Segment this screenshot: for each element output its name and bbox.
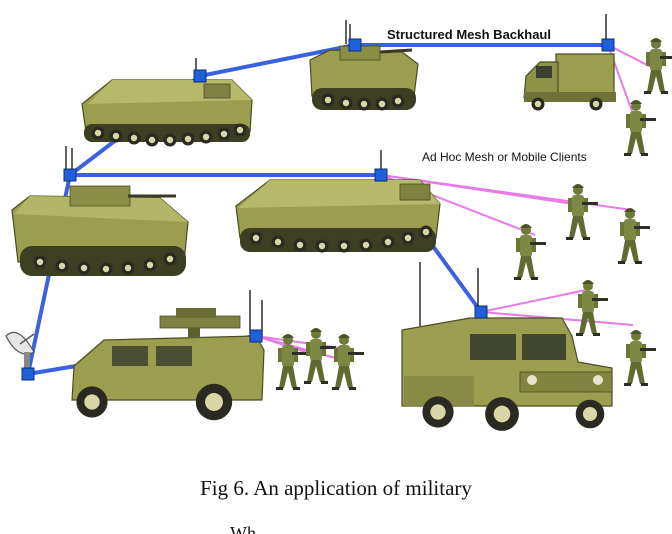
soldier-icon [566, 184, 598, 240]
soldier-icon [644, 38, 672, 94]
mesh-node-icon [474, 305, 488, 319]
soldier-icon [618, 208, 650, 264]
mesh-nodes [21, 38, 615, 381]
mesh-node-icon [601, 38, 615, 52]
backhaul-label: Structured Mesh Backhaul [387, 27, 551, 42]
tracked-vehicle-icon [81, 58, 253, 147]
mesh-node-icon [249, 329, 263, 343]
client-link [480, 289, 587, 313]
soldier-group-crouching [276, 328, 364, 390]
mesh-node-icon [21, 367, 35, 381]
soldier-icon [624, 330, 656, 386]
soldier-icon [514, 224, 546, 280]
soldier-icon [624, 100, 656, 156]
cropped-text-fragment: Wh [230, 524, 256, 534]
soldier-group-top [624, 38, 672, 156]
soldier-icon [576, 280, 608, 336]
armored-vehicle-icon [11, 146, 189, 276]
truck-icon [523, 14, 616, 111]
soldier-icon [332, 334, 364, 390]
clients-label: Ad Hoc Mesh or Mobile Clients [422, 150, 587, 164]
figure-caption: Fig 6. An application of military [200, 476, 472, 500]
humvee-icon [71, 290, 265, 421]
tracked-vehicle-icon [235, 150, 441, 253]
mesh-node-icon [63, 168, 77, 182]
mesh-node-icon [374, 168, 388, 182]
mesh-node-icon [348, 38, 362, 52]
satellite-dish-icon [5, 331, 35, 372]
humvee-icon [401, 262, 613, 431]
mesh-node-icon [193, 69, 207, 83]
